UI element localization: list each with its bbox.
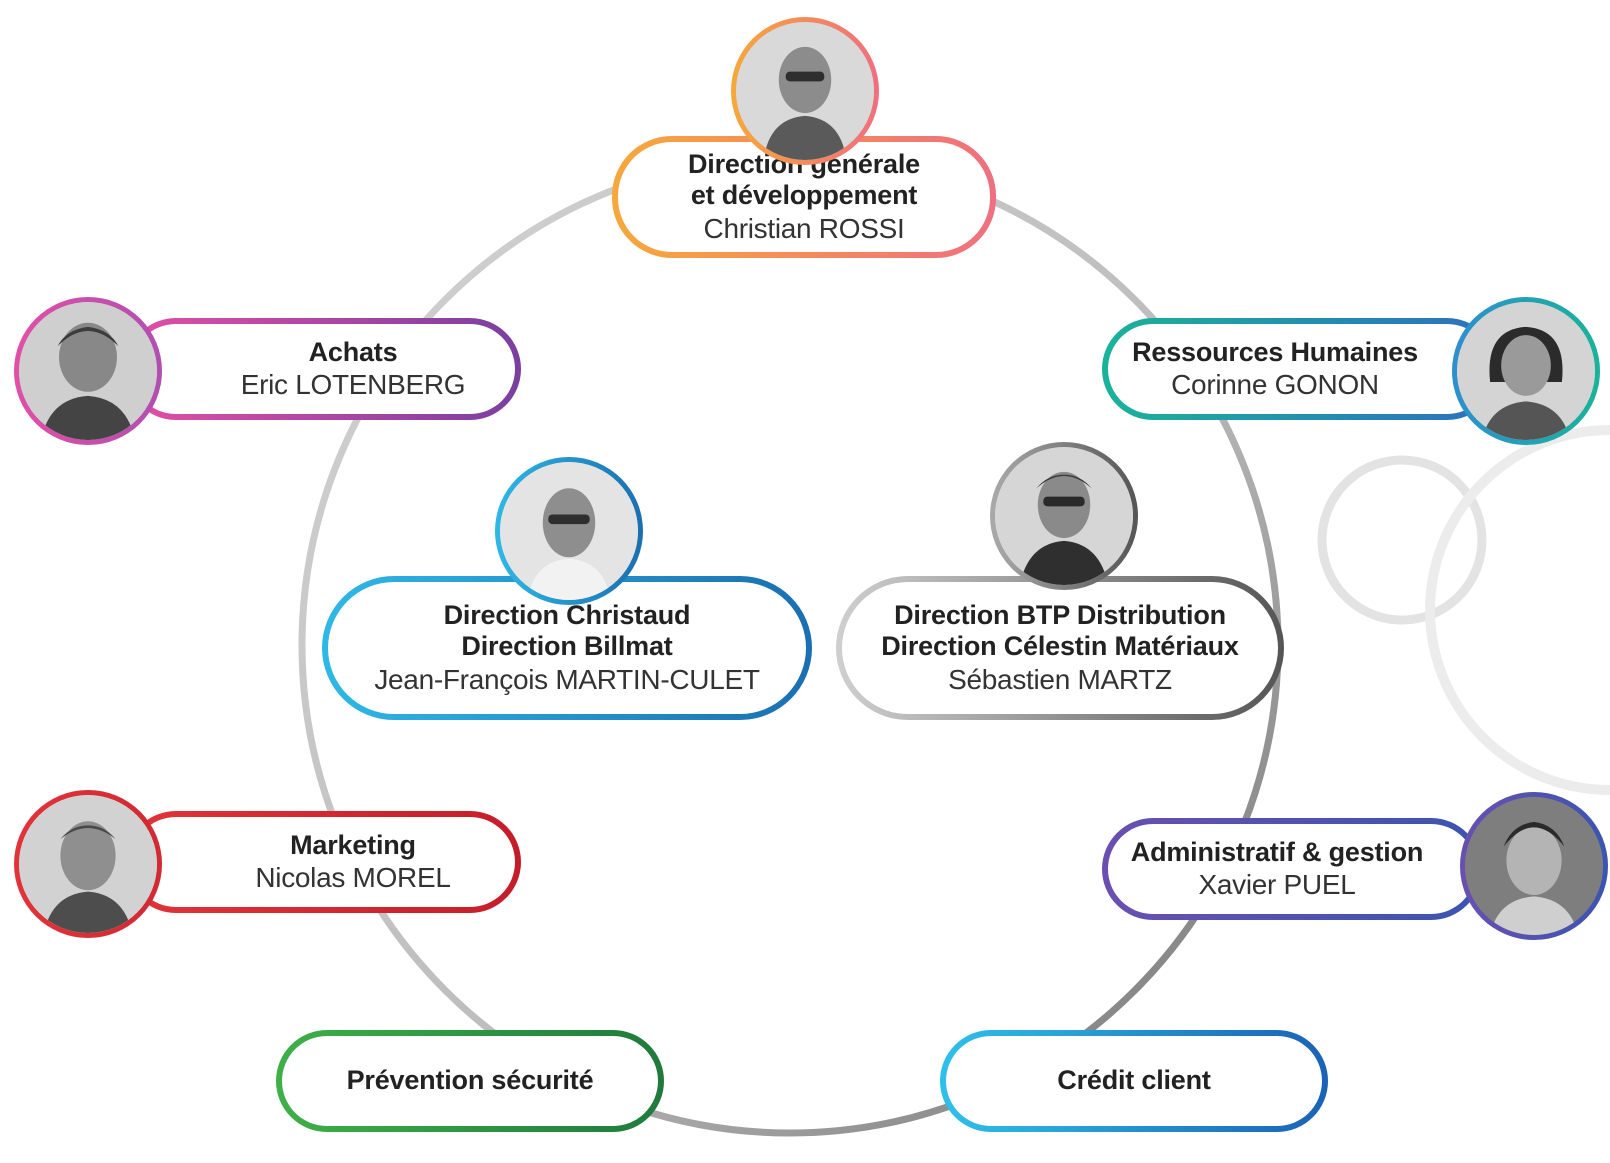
node-direction-generale[interactable]: Direction générale et développement Chri…: [612, 136, 996, 258]
avatar-xavier-puel: [1460, 792, 1608, 940]
node-person: Nicolas MOREL: [255, 862, 451, 894]
node-title: Prévention sécurité: [346, 1065, 594, 1096]
node-title: Direction BTP Distribution: [894, 599, 1226, 630]
avatar-eric-lotenberg: [14, 297, 162, 445]
node-person: Christian ROSSI: [703, 213, 905, 245]
node-title: Marketing: [290, 829, 416, 860]
node-person: Jean-François MARTIN-CULET: [374, 664, 760, 696]
person-icon: [19, 795, 157, 933]
node-title: Direction Célestin Matériaux: [881, 631, 1239, 662]
node-christaud-billmat[interactable]: Direction Christaud Direction Billmat Je…: [322, 576, 812, 720]
avatar-nicolas-morel: [14, 790, 162, 938]
deco-circle-small: [1317, 455, 1487, 625]
person-icon: [19, 302, 157, 440]
avatar-christian-rossi: [731, 17, 879, 165]
node-title: Ressources Humaines: [1132, 336, 1418, 367]
person-icon: [995, 447, 1133, 585]
node-administratif-gestion[interactable]: Administratif & gestion Xavier PUEL: [1102, 818, 1482, 920]
node-title: Administratif & gestion: [1130, 836, 1424, 867]
avatar-jean-francois-martin-culet: [495, 457, 643, 605]
node-person: Corinne GONON: [1171, 369, 1379, 401]
avatar-sebastien-martz: [990, 442, 1138, 590]
avatar-corinne-gonon: [1452, 297, 1600, 445]
node-btp-celestin[interactable]: Direction BTP Distribution Direction Cél…: [836, 576, 1284, 720]
node-person: Eric LOTENBERG: [240, 369, 466, 401]
node-title: Direction Billmat: [461, 631, 673, 662]
node-title: et développement: [690, 180, 918, 211]
deco-circle-large: [1425, 425, 1610, 795]
node-ressources-humaines[interactable]: Ressources Humaines Corinne GONON: [1102, 318, 1498, 420]
node-title: Crédit client: [1057, 1065, 1211, 1096]
person-icon: [500, 462, 638, 600]
node-marketing[interactable]: Marketing Nicolas MOREL: [125, 811, 521, 913]
person-icon: [1465, 797, 1603, 935]
node-person: Sébastien MARTZ: [948, 664, 1172, 696]
node-prevention-securite[interactable]: Prévention sécurité: [276, 1030, 664, 1132]
node-title: Achats: [308, 336, 398, 367]
node-achats[interactable]: Achats Eric LOTENBERG: [125, 318, 521, 420]
person-icon: [1457, 302, 1595, 440]
node-credit-client[interactable]: Crédit client: [940, 1030, 1328, 1132]
person-icon: [736, 22, 874, 160]
node-person: Xavier PUEL: [1198, 869, 1356, 901]
node-title: Direction Christaud: [443, 599, 691, 630]
